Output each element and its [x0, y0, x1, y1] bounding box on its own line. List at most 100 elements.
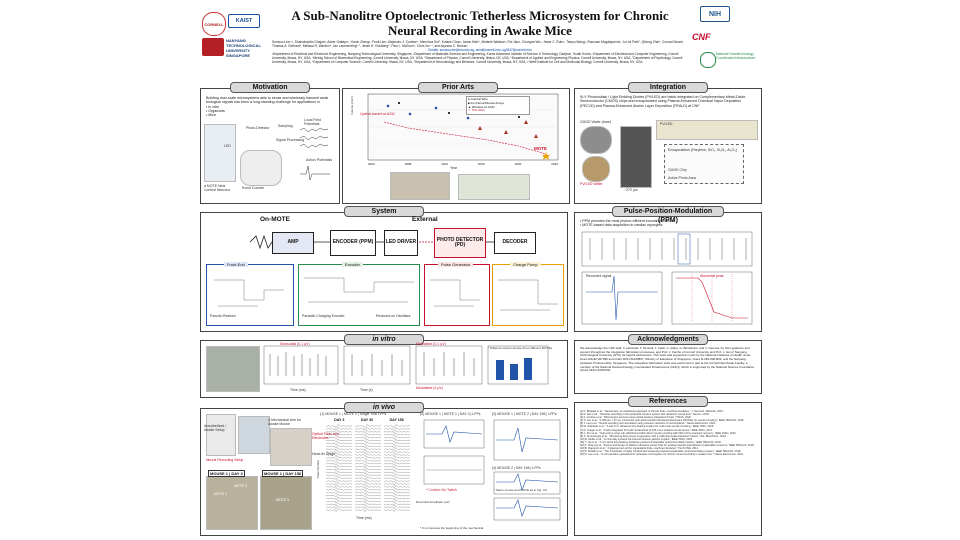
mote1-lfp-title: (2) MOUSE 1 | MOTE 1 | DAY 3 | LFPs: [420, 412, 481, 416]
day-30-label: DAY 30: [360, 418, 374, 422]
trial-trace: [354, 496, 382, 501]
kaist-logo: KAIST: [228, 14, 260, 28]
amp-block: AMP: [272, 232, 314, 254]
trial-trace: [354, 502, 382, 507]
reference-item: [5] J. Lee et al., "Neural recording and…: [580, 422, 716, 426]
trial-trace: [325, 435, 353, 440]
signal-processing-label: Signal Processing: [276, 138, 305, 142]
trial-trace: [325, 505, 353, 510]
nnci-globe-icon: [700, 52, 716, 68]
reference-item: [3] A. Cortese et al., "Microscopic sens…: [580, 416, 692, 420]
optical-fiber-label: Optical Fiber and Electrodes: [312, 432, 339, 440]
setup-photo: [238, 416, 270, 454]
trial-trace: [383, 485, 411, 489]
prior-arts-heading: Prior Arts: [418, 82, 498, 93]
mote-near-neurons-label: a MOTE Near Cortical Neurons: [204, 184, 231, 192]
trial-trace: [325, 502, 353, 507]
trial-trace: [383, 456, 411, 460]
trial-trace: [354, 505, 382, 510]
reference-item: [10] R. Muller et al., "A minimally inva…: [580, 437, 693, 441]
trial-trace: [354, 499, 382, 504]
references-list: [1] K. Bhaskar et al., "Neural dust: an …: [580, 410, 756, 456]
prior-arts-legend: ● Cortical Wire ■ Ins./Nerve/Muscle Arra…: [466, 96, 530, 116]
ppm-bullet-2: MOTE-based data acquisition in cardiac m…: [582, 223, 664, 228]
trial-trace: [383, 490, 411, 495]
ntu-shield-icon: [202, 38, 224, 56]
trial-trace: [325, 450, 353, 454]
pvled-layer-label: PV/LED: [660, 122, 673, 126]
reference-item: [2] D. Seo et al., "Wireless recording i…: [580, 413, 710, 417]
encapsulation-label: Encapsulation (Parylene, SiO₂, Si₃N₄, Al…: [668, 148, 738, 152]
motivation-description: Building dust-scale microsystems able to…: [206, 96, 329, 105]
lfp-label: Local Field Potentials: [304, 118, 321, 126]
author-emails[interactable]: Emails: sunwoo.lee@ntu.edu.sg, acm@corne…: [428, 48, 532, 52]
mouse1-day156-photo: [260, 476, 312, 530]
control-note: * Control: No Twitch: [426, 488, 457, 492]
on-mote-label: On-MOTE: [260, 216, 290, 223]
trial-trace: [354, 479, 382, 483]
trial-trace: [325, 427, 353, 431]
mouse1-day156-label: MOUSE 1 | DAY 156: [262, 470, 304, 477]
trial-trace: [325, 488, 353, 492]
ppm-plots: [581, 231, 753, 325]
integration-text: III-V Photovoltaic / Light Emitting Diod…: [580, 95, 747, 108]
mouse1-day3-photo: [206, 476, 258, 530]
pulse-generator-label: Pulse Generator: [438, 262, 474, 267]
prior-arts-xticks: 2004 2008 2012 2016 2020 2024: [368, 162, 558, 166]
reference-item: [14] P. Khalifa et al., "The microbead: …: [580, 450, 742, 454]
mote-photo-2: [458, 174, 530, 200]
trial-trace: [325, 473, 353, 478]
encoder-block-label: ENCODER (PPM): [332, 239, 374, 246]
trial-trace: [383, 496, 411, 501]
trial-trace: [325, 464, 353, 469]
mote1-label: MOTE 1: [214, 492, 228, 496]
recorded-signal-label: Recorded signal: [586, 274, 612, 278]
trial-trace: [383, 424, 411, 428]
acknowledgments-heading: Acknowledgments: [628, 334, 708, 345]
active-photo-area-label: Active Photo Area: [668, 176, 696, 180]
trial-trace: [325, 447, 353, 452]
trial-trace: [354, 464, 382, 469]
front-end-label: Front-End: [224, 262, 248, 267]
mote-photo-1: [390, 172, 450, 200]
mote2-label: MOTE 2: [234, 484, 248, 488]
prior-arts-ylabel: Volume (mm³): [350, 96, 354, 115]
trial-trace: [354, 450, 382, 454]
mouse1-day3-label: MOUSE 1 | DAY 3: [208, 470, 245, 477]
trial-trace: [354, 467, 382, 472]
trial-trace: [354, 459, 382, 463]
trial-trace: [354, 470, 382, 475]
trial-trace: [383, 464, 411, 469]
mouse-diagram: [206, 414, 236, 456]
day-labels: DAY 3 DAY 30 DAY 156: [326, 418, 412, 422]
cornell-logo: CORNELL: [202, 12, 226, 36]
trial-trace: [383, 476, 411, 481]
title-line-2: Neural Recording in Awake Mice: [388, 23, 572, 38]
trial-trace: [383, 482, 411, 486]
trial-trace: [354, 432, 382, 437]
trial-trace: [354, 441, 382, 446]
mote-colour-note: * Different colours denote three differe…: [488, 346, 553, 350]
in-vitro-waveforms: [263, 345, 549, 385]
bullet-in-vitro: In vitro: [208, 104, 220, 109]
sampling-label: Sampling: [278, 124, 293, 128]
author-list: Sunwoo Lee¹·², Shahabuddin Ghajari³, Ase…: [272, 40, 684, 48]
trial-trace: [383, 502, 411, 507]
trial-trace: [383, 459, 411, 463]
abnormal-peak-label: Abnormal peak: [700, 274, 724, 278]
trial-trace: [325, 496, 353, 501]
reference-item: [11] Y. Jia et al., "A mm-sized free-flo…: [580, 440, 722, 444]
nnci-logo-text: National Nanotechnology Coordinated Infr…: [716, 52, 756, 61]
trial-trace: [325, 482, 353, 486]
trial-trace: [383, 438, 411, 443]
trial-trace: [325, 485, 353, 489]
reference-item: [4] S. Lee et al., "A 250 µm × 57 µm mic…: [580, 419, 745, 423]
reference-item: [8] C. Kim et al., "Sub-µVrms-noise sub-…: [580, 431, 737, 435]
xtick: 2012: [441, 162, 448, 166]
mechanical-arm-photo: [270, 428, 312, 466]
action-potentials-label: Action Potentials: [306, 158, 333, 162]
head-fix-label: Head-fix Stage: [312, 452, 336, 456]
trial-trace: [354, 461, 382, 466]
trial-trace: [354, 456, 382, 460]
cmos-wafer-label: CMOS Wafer (bare): [580, 120, 611, 124]
